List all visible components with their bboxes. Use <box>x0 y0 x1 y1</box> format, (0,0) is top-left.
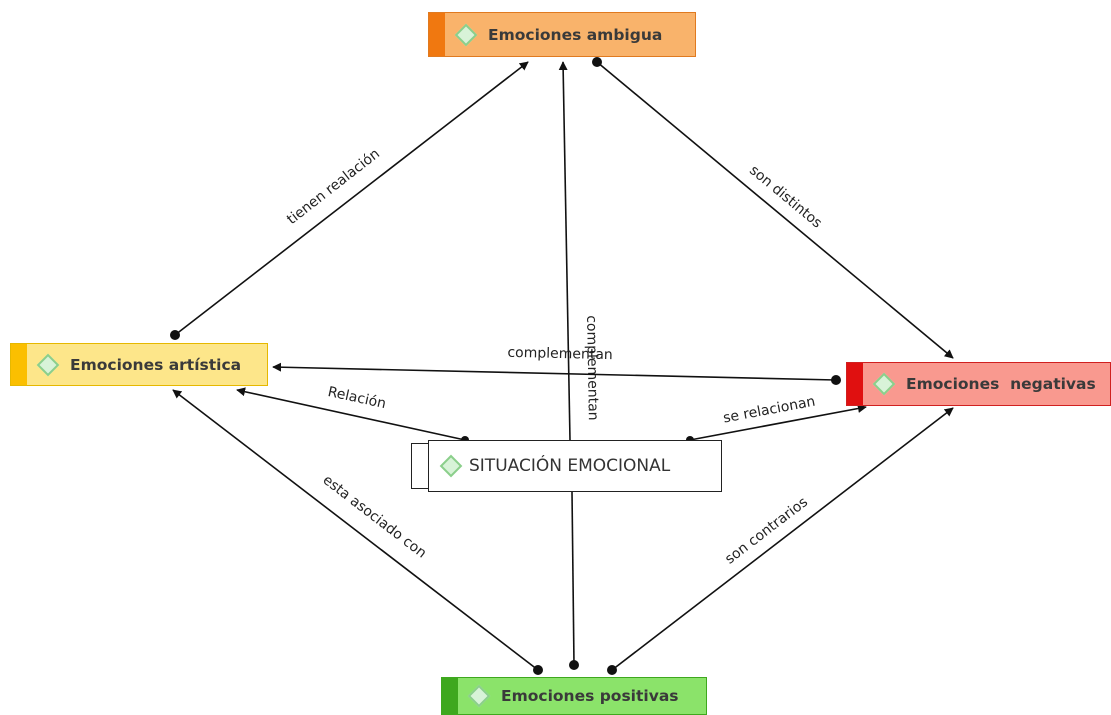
emociones-ambigua-label: Emociones ambigua <box>488 25 663 44</box>
node-accent-bar <box>847 363 863 405</box>
topic-diamond-icon <box>439 454 463 478</box>
edge-son-distintos[interactable]: son distintos <box>592 57 954 359</box>
edge-positivas-situacion[interactable] <box>569 491 579 670</box>
emociones-negativas-label: Emociones negativas <box>906 375 1096 393</box>
node-accent-bar <box>429 13 445 56</box>
topic-diamond-icon <box>467 684 491 708</box>
edge-tienen-realacion[interactable]: tienen realación <box>170 61 529 340</box>
emociones-ambigua-node[interactable]: Emociones ambigua <box>428 12 696 57</box>
situacion-emocional-label: SITUACIÓN EMOCIONAL <box>469 456 671 476</box>
node-accent-bar <box>442 678 458 714</box>
emociones-positivas-node[interactable]: Emociones positivas <box>441 677 707 715</box>
topic-diamond-icon <box>872 372 896 396</box>
edge-label-son-contrarios: son contrarios <box>722 494 811 567</box>
emociones-negativas-node[interactable]: Emociones negativas <box>846 362 1111 406</box>
edge-complementan-vertical[interactable]: complementan <box>558 61 601 441</box>
edge-label-complementan-horizontal: complementan <box>507 345 613 363</box>
edge-esta-asociado-con[interactable]: esta asociado con <box>172 389 543 675</box>
situacion-emocional-node[interactable]: SITUACIÓN EMOCIONAL <box>428 440 722 492</box>
emociones-positivas-label: Emociones positivas <box>501 687 679 705</box>
edge-relacion[interactable]: Relación <box>236 384 469 444</box>
emociones-artistica-node[interactable]: Emociones artística <box>10 343 268 386</box>
edge-label-relacion: Relación <box>326 384 387 412</box>
edge-label-complementan-vertical: complementan <box>583 315 601 421</box>
edge-label-se-relacionan: se relacionan <box>722 394 817 427</box>
topic-diamond-icon <box>454 23 478 46</box>
node-accent-bar <box>11 344 27 385</box>
edge-label-tienen-realacion: tienen realación <box>284 146 383 228</box>
topic-diamond-icon <box>36 353 60 376</box>
edge-complementan-horizontal[interactable]: complementan <box>272 345 841 385</box>
emociones-artistica-label: Emociones artística <box>70 355 242 374</box>
edge-se-relacionan[interactable]: se relacionan <box>686 394 867 444</box>
